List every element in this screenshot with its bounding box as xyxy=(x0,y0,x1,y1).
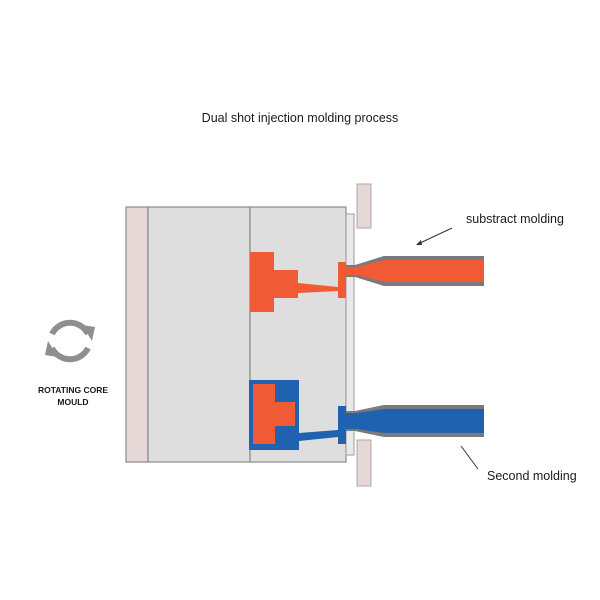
substrate-pointer xyxy=(417,227,453,245)
rotating-core-line2: MOULD xyxy=(57,397,89,407)
second-shot-part xyxy=(249,380,346,450)
first-shot-part xyxy=(250,252,346,312)
rotate-arrows-icon xyxy=(49,319,91,363)
moving-platen xyxy=(125,206,149,463)
fixed-platen-top xyxy=(356,183,372,229)
second-pointer xyxy=(460,445,479,470)
fixed-platen-bottom xyxy=(356,439,372,487)
rotate-arrow-head-2 xyxy=(45,341,58,357)
parting-strip xyxy=(345,213,355,456)
diagram-title: Dual shot injection molding process xyxy=(201,111,399,125)
substrate-pointer-head xyxy=(416,240,422,245)
second-shot-barrel xyxy=(346,405,484,437)
substrate-molding-label: substract molding xyxy=(466,212,564,226)
core-half xyxy=(147,206,251,463)
rotating-core-mould-label: ROTATING CORE MOULD xyxy=(14,384,132,408)
rotate-arrow-head-1 xyxy=(82,325,95,341)
rotating-core-line1: ROTATING CORE xyxy=(37,385,109,395)
second-molding-label: Second molding xyxy=(487,469,577,483)
first-shot-barrel xyxy=(346,256,484,286)
